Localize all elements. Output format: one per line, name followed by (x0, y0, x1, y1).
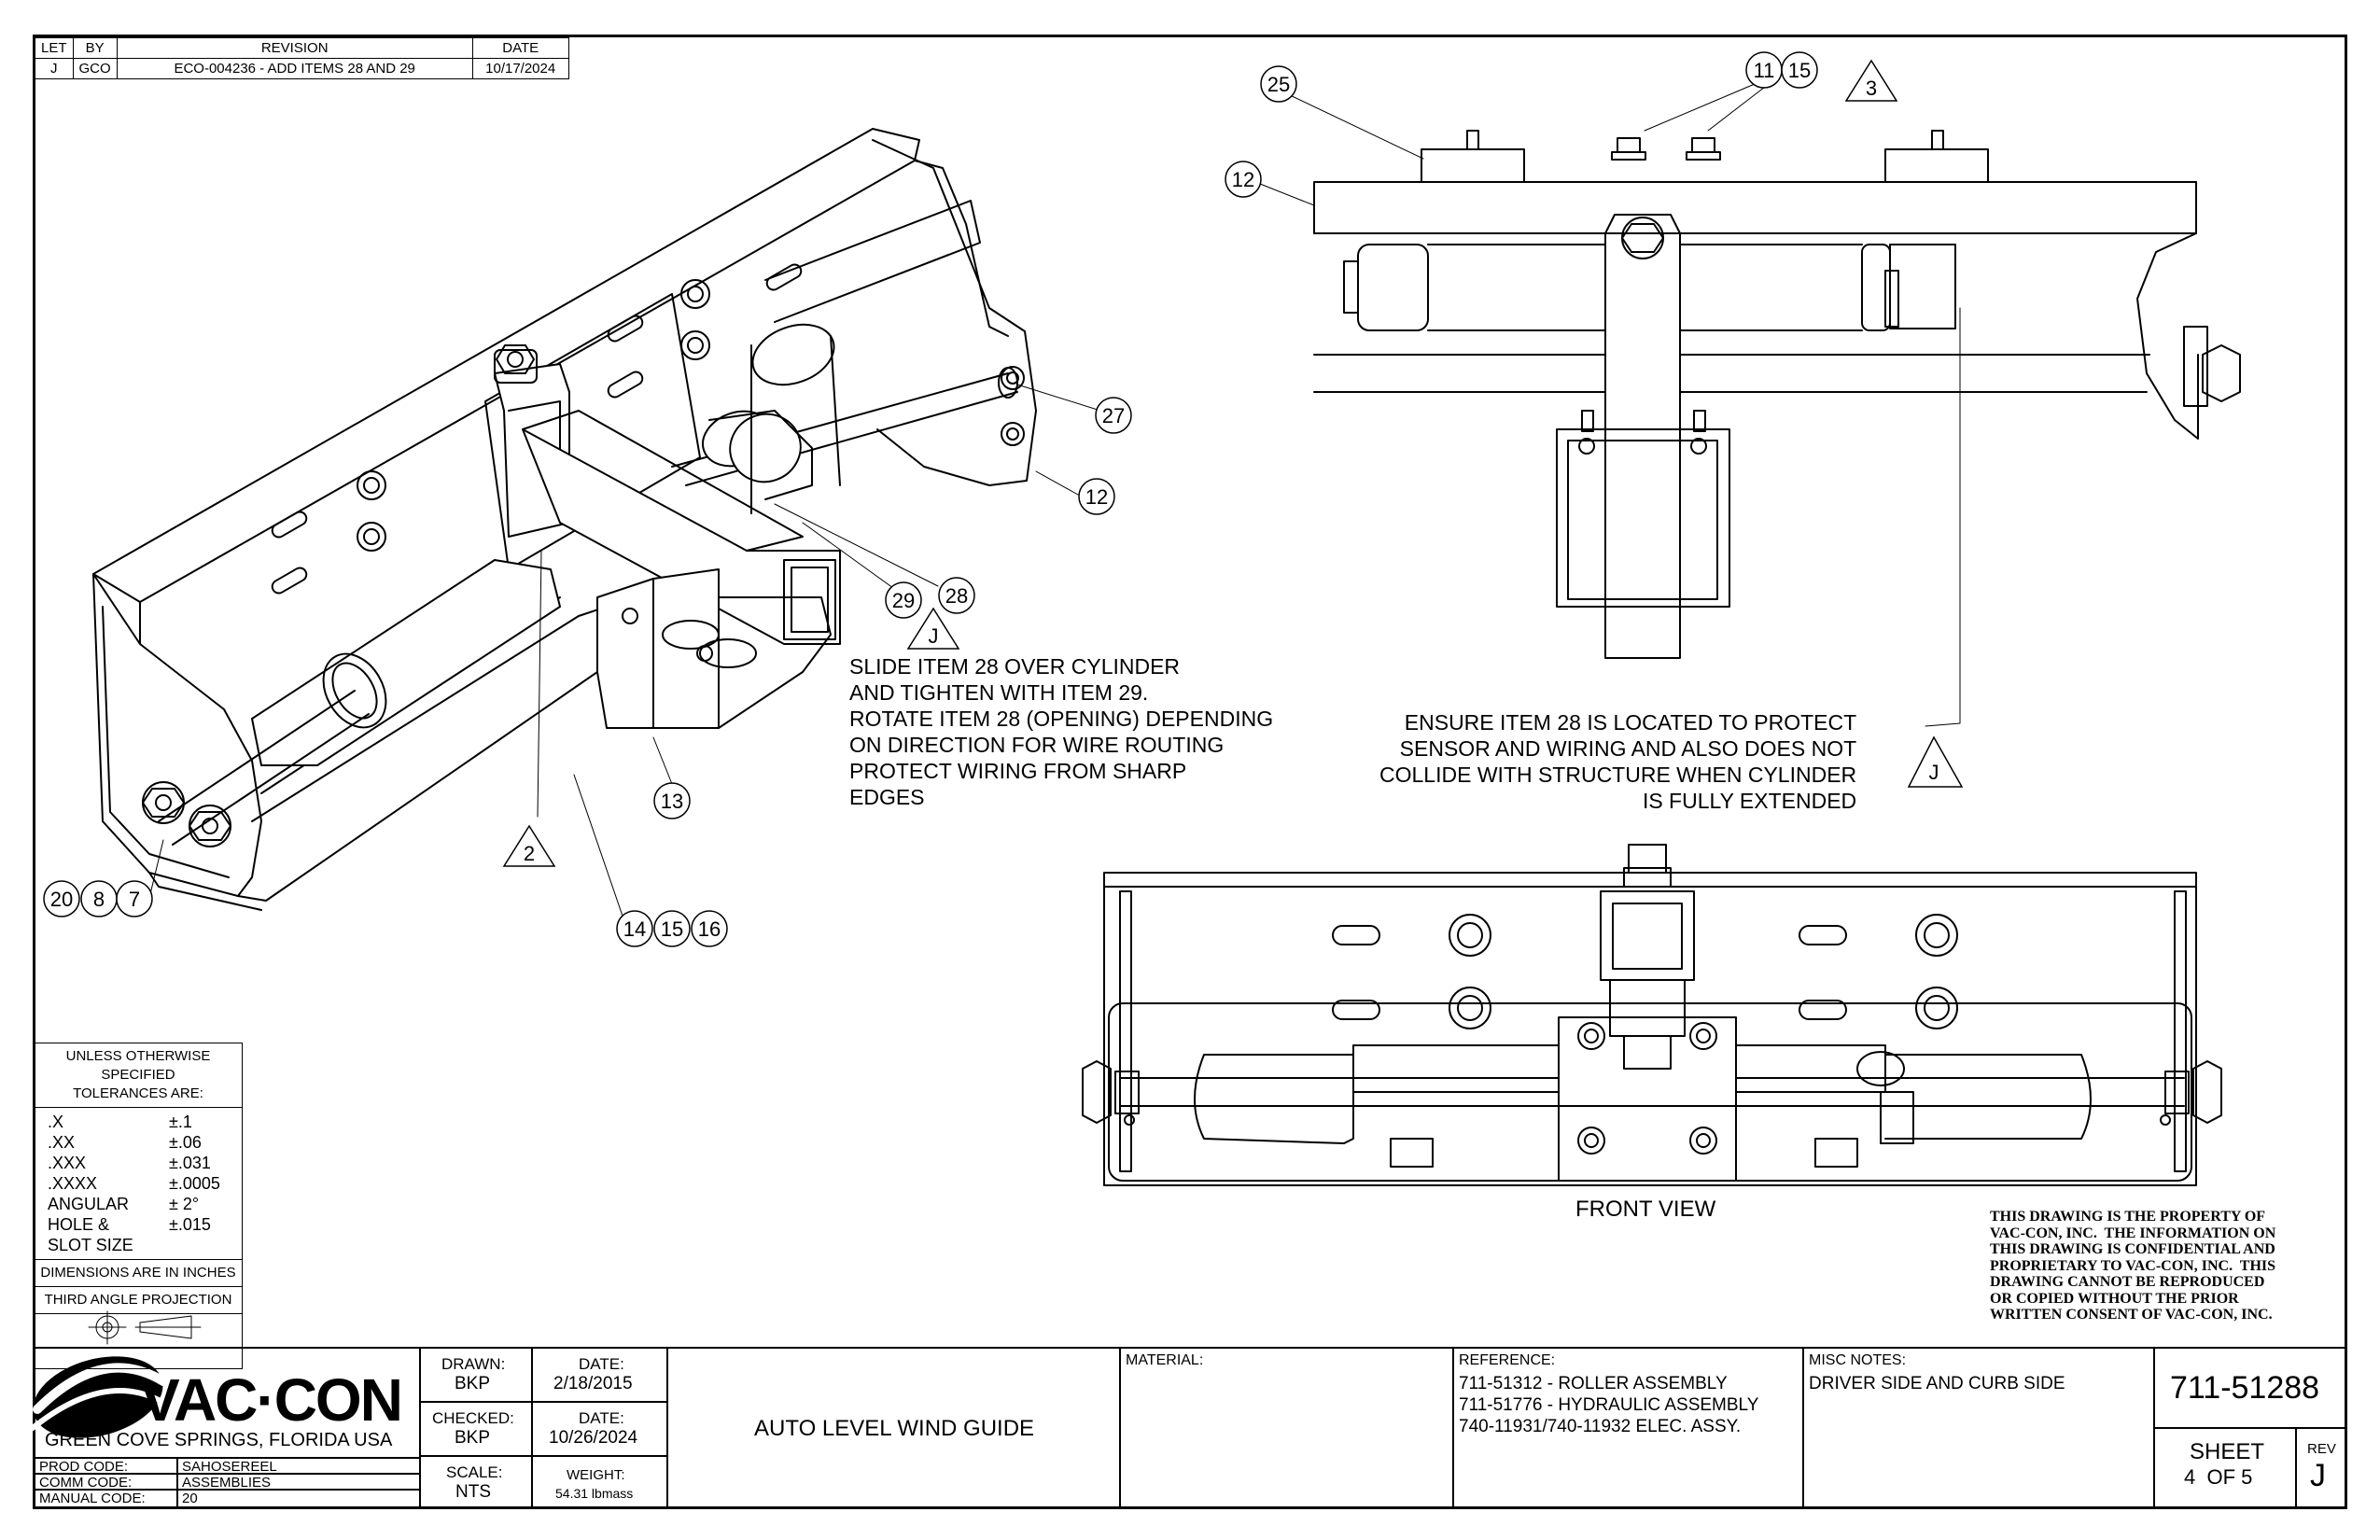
comm-code-value: ASSEMBLIES (182, 1475, 272, 1491)
balloon-12-iso-label: 12 (1085, 485, 1108, 509)
tolerance-row: .XXX±.031 (48, 1154, 211, 1172)
drawn-label: DRAWN: (441, 1355, 506, 1373)
drawn-date-label: DATE: (579, 1355, 624, 1373)
sheet-value: 4 OF 5 (2184, 1465, 2253, 1489)
units-note: DIMENSIONS ARE IN INCHES (35, 1260, 242, 1287)
material-label: MATERIAL: (1126, 1352, 1204, 1368)
flag-3 (1844, 59, 1898, 102)
scale-label: SCALE: (446, 1463, 503, 1481)
balloon-14-label: 14 (623, 917, 646, 941)
balloon-15-top-label: 15 (1788, 59, 1811, 82)
drawn-value: BKP (455, 1374, 491, 1393)
balloon-20-label: 20 (50, 888, 73, 911)
flag-j-iso-label: J (929, 624, 939, 648)
misc-notes-value: DRIVER SIDE AND CURB SIDE (1809, 1374, 2065, 1393)
rev-row-revision: ECO-004236 - ADD ITEMS 28 AND 29 (116, 58, 473, 79)
balloon-12-iso (1078, 478, 1115, 515)
balloon-15-top (1781, 51, 1818, 89)
balloon-7-label: 7 (129, 888, 140, 911)
flag-j-iso (906, 607, 960, 650)
company-logo-text: VAC·CON (140, 1366, 403, 1434)
reference-line-2: 711-51776 - HYDRAULIC ASSEMBLY (1459, 1395, 1759, 1415)
tolerance-header-1: UNLESS OTHERWISE SPECIFIED (65, 1048, 211, 1083)
company-location: GREEN COVE SPRINGS, FLORIDA USA (45, 1430, 393, 1450)
weight-value: 54.31 lbmass (555, 1486, 634, 1501)
isometric-view (92, 128, 1037, 911)
top-view (1313, 130, 2241, 659)
flag-j-top (1907, 735, 1964, 788)
rev-label: REV (2307, 1441, 2336, 1457)
balloon-16-label: 16 (698, 917, 721, 941)
balloon-20 (43, 880, 80, 917)
tolerance-block: UNLESS OTHERWISE SPECIFIED TOLERANCES AR… (35, 1043, 243, 1369)
checked-date-label: DATE: (579, 1409, 624, 1427)
reference-line-3: 740-11931/740-11932 ELEC. ASSY. (1459, 1417, 1742, 1436)
balloon-25 (1260, 65, 1297, 103)
checked-label: CHECKED: (432, 1409, 514, 1427)
balloon-13-label: 13 (661, 790, 683, 813)
balloon-14 (616, 910, 653, 947)
drawing-title: AUTO LEVEL WIND GUIDE (754, 1416, 1035, 1441)
balloon-28-label: 28 (945, 584, 968, 608)
balloon-13 (653, 782, 691, 819)
balloons (43, 51, 1964, 947)
drawn-date-value: 2/18/2015 (553, 1374, 633, 1393)
balloon-15-iso-label: 15 (661, 917, 683, 941)
part-number: 711-51288 (2170, 1370, 2320, 1406)
balloon-25-label: 25 (1267, 73, 1290, 96)
drawing-border (33, 35, 2347, 1509)
projection-symbol (88, 1310, 202, 1345)
balloon-27-label: 27 (1102, 404, 1125, 427)
checked-date-value: 10/26/2024 (549, 1428, 638, 1448)
proprietary-notice: THIS DRAWING IS THE PROPERTY OF VAC-CON,… (1990, 1209, 2276, 1323)
flag-j-top-label: J (1929, 761, 1939, 784)
tolerance-header-2: TOLERANCES ARE: (73, 1085, 203, 1101)
tolerance-row: ANGULAR± 2° (48, 1195, 200, 1213)
balloon-29 (885, 581, 922, 619)
scale-value: NTS (455, 1482, 491, 1502)
sheet-label: SHEET (2190, 1439, 2265, 1464)
front-view (1082, 844, 2222, 1186)
rev-row-date: 10/17/2024 (471, 58, 569, 79)
checked-value: BKP (455, 1428, 491, 1448)
rev-header-by: BY (72, 37, 118, 59)
balloon-12-top (1225, 161, 1262, 198)
misc-notes-label: MISC NOTES: (1809, 1352, 1907, 1368)
balloon-7 (116, 880, 153, 917)
flag-2-label: 2 (524, 842, 535, 865)
manual-code-value: 20 (182, 1491, 198, 1506)
projection-note: THIRD ANGLE PROJECTION (35, 1287, 242, 1314)
flag-3-label: 3 (1866, 77, 1877, 100)
reference-line-1: 711-51312 - ROLLER ASSEMBLY (1459, 1374, 1728, 1393)
rev-value: J (2310, 1458, 2326, 1493)
prod-code-label: PROD CODE: (39, 1459, 129, 1475)
balloon-8-label: 8 (93, 888, 105, 911)
manual-code-label: MANUAL CODE: (39, 1491, 146, 1506)
revision-table: LET BY REVISION DATE J GCO ECO-004236 - … (35, 37, 569, 79)
flag-2 (502, 824, 556, 867)
tolerance-row: HOLE &±.015 (48, 1215, 211, 1234)
reference-label: REFERENCE: (1459, 1352, 1556, 1368)
balloon-11-label: 11 (1754, 59, 1775, 82)
balloon-27 (1095, 397, 1132, 434)
tolerance-row: .XX±.06 (48, 1133, 202, 1152)
tolerance-row: SLOT SIZE (48, 1236, 133, 1254)
weight-label: WEIGHT: (567, 1467, 625, 1483)
note-slide-item-28: SLIDE ITEM 28 OVER CYLINDER AND TIGHTEN … (849, 654, 1274, 809)
balloon-29-label: 29 (892, 589, 915, 612)
prod-code-value: SAHOSEREEL (182, 1459, 277, 1475)
tolerance-row: .XXXX±.0005 (48, 1174, 220, 1193)
balloon-28 (938, 577, 975, 614)
balloon-12-top-label: 12 (1232, 168, 1254, 191)
balloon-16 (691, 910, 728, 947)
balloon-15-iso (653, 910, 691, 947)
comm-code-label: COMM CODE: (39, 1475, 133, 1491)
tolerance-row: .X±.1 (48, 1113, 192, 1131)
vaccon-logo-mark (30, 1356, 168, 1438)
rev-row-by: GCO (72, 58, 118, 79)
front-view-label: FRONT VIEW (1575, 1197, 1716, 1222)
note-ensure-item-28: ENSURE ITEM 28 IS LOCATED TO PROTECT SEN… (1379, 710, 1857, 813)
